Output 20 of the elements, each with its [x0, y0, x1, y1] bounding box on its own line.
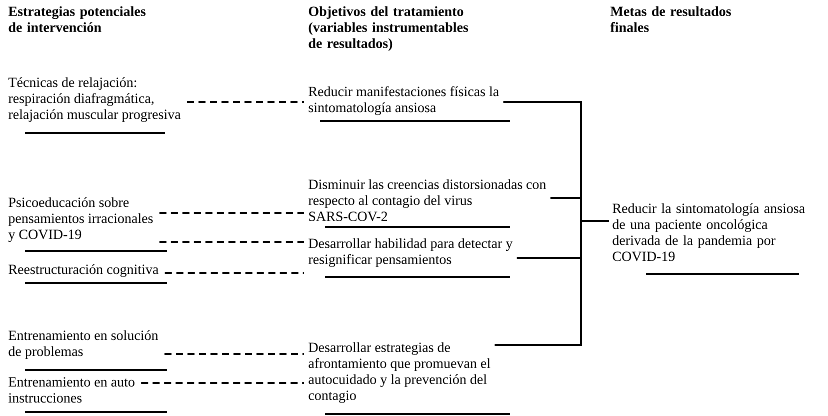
underlined-text: Desarrollar estrategias de afrontamiento que promuevan el autocuidado y la prevención del contagio: [308, 342, 510, 415]
underlined-text: Entrenamiento en auto instrucciones: [8, 377, 167, 413]
underlined-text: Desarrollar habilidad para detectar y resignificar pensamientos: [308, 238, 513, 278]
column-heading: Estrategias potenciales de intervención: [8, 6, 146, 32]
column-heading: Metas de resultados finales: [610, 6, 731, 32]
dashed-connector: [159, 241, 304, 243]
bracket-connector: [494, 220, 609, 346]
dashed-connector: [141, 382, 304, 384]
underlined-text: Reducir la sintomatología ansiosa de una paciente oncológica derivada de la pandemia por COVID-19: [612, 203, 805, 275]
underlined-text: Reducir manifestaciones físicas la sintomatología ansiosa: [308, 86, 510, 122]
underlined-text: Reestructuración cognitiva: [8, 264, 167, 284]
dashed-connector: [159, 212, 304, 214]
dashed-connector: [164, 272, 304, 274]
dashed-connector: [187, 101, 304, 103]
underlined-text: Entrenamiento en solución de problemas: [8, 330, 167, 371]
underlined-text: Técnicas de relajación: respiración diafragmática, relajación muscular progresiva: [8, 77, 181, 134]
column-heading: Objetivos del tratamiento (variables instrumentables de resultados): [308, 6, 468, 51]
underlined-text: Psicoeducación sobre pensamientos irracionales y COVID-19: [8, 197, 167, 252]
underlined-text: Disminuir las creencias distorsionadas con respecto al contagio del virus SARS-COV-2: [308, 179, 546, 228]
dashed-connector: [164, 353, 304, 355]
